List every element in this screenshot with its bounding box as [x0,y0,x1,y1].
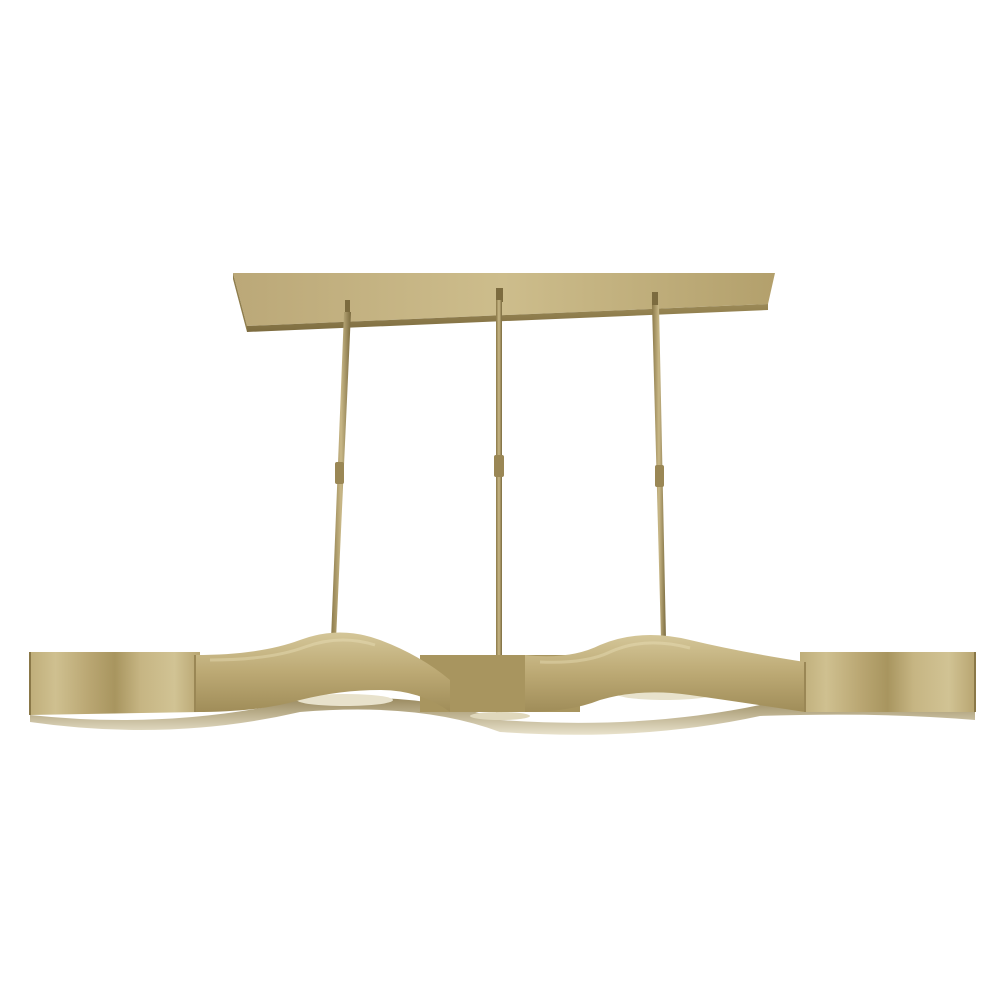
fixture-body [29,652,976,715]
ceiling-canopy [233,273,775,332]
brass-highlights [209,638,691,664]
suspension-rod-center [494,288,504,720]
wave-shade-right [525,635,806,712]
suspension-rod-left [331,300,351,640]
diffuser-underside [30,688,975,735]
suspension-rod-right [652,292,666,640]
wave-shade-left [194,632,450,712]
